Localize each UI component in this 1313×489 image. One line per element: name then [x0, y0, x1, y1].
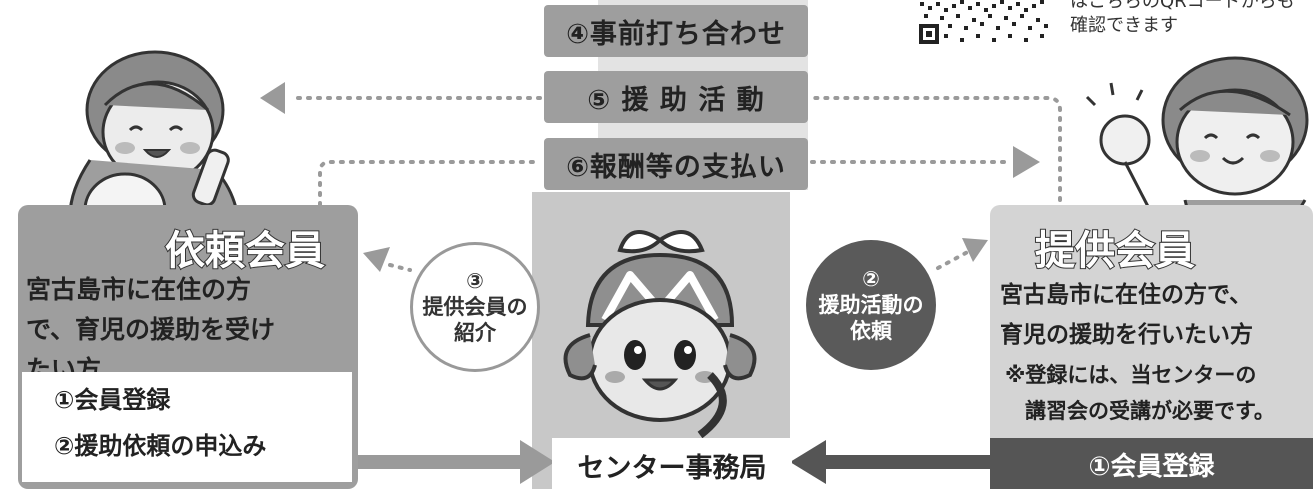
qr-code-icon [918, 0, 1053, 45]
requester-title: 依頼会員 [164, 227, 326, 275]
arrow-to-requester [363, 247, 390, 272]
provider-register-bar [990, 438, 1313, 489]
provider-description: 宮古島市に在住の方で、 育児の援助を行いたい方 [1000, 275, 1253, 355]
provider-desc-line1: 宮古島市に在住の方で、 [1000, 282, 1253, 308]
provider-note: ※登録には、当センターの 講習会の受講が必要です。 [1005, 357, 1275, 429]
requester-steps: ①会員登録 ②援助依頼の申込み [54, 377, 266, 469]
step-6-bar: ⑥報酬等の支払い [544, 138, 808, 190]
qr-caption: はこちらのQRコードからも 確認できます [1070, 0, 1313, 38]
arrow-right-step6 [1013, 146, 1040, 178]
arrow-to-provider [962, 238, 988, 262]
arrow-to-center [520, 440, 555, 484]
provider-note-line1: ※登録には、当センターの [1005, 363, 1257, 387]
provider-note-line2: 講習会の受講が必要です。 [1025, 399, 1275, 423]
requester-step-register: ①会員登録 [54, 386, 171, 414]
intro-provider-circle: ③ 提供会員の 紹介 [410, 242, 540, 372]
qr-caption-line1: はこちらのQRコードからも [1070, 0, 1295, 12]
requester-step-apply: ②援助依頼の申込み [54, 432, 267, 460]
provider-register-label: ①会員登録 [1088, 452, 1215, 482]
intro-circle-line1: 提供会員の [422, 295, 528, 319]
requester-desc-line1: 宮古島市に在住の方 [26, 275, 252, 304]
intro-circle-number: ③ [466, 269, 484, 293]
qr-caption-line2: 確認できます [1070, 15, 1178, 36]
request-circle-number: ② [862, 267, 880, 291]
requester-desc-line2: で、育児の援助を受け [26, 315, 276, 344]
request-circle-line1: 援助活動の [818, 293, 924, 317]
mascot-illustration [563, 230, 757, 439]
center-office-label: センター事務局 [577, 453, 767, 484]
center-office-label-bg [552, 438, 792, 489]
request-circle-line2: 依頼 [850, 319, 892, 343]
step-5-bar: ⑤ 援 助 活 動 [544, 71, 808, 123]
provider-desc-line2: 育児の援助を行いたい方 [1000, 322, 1253, 348]
request-support-circle: ② 援助活動の 依頼 [806, 240, 936, 370]
requester-steps-box [22, 372, 352, 482]
arrow-from-provider [790, 440, 826, 484]
intro-circle-line2: 紹介 [454, 321, 496, 345]
arrow-left-step5 [260, 82, 285, 114]
provider-title: 提供会員 [1034, 227, 1196, 275]
step-4-bar: ④事前打ち合わせ [544, 5, 808, 57]
